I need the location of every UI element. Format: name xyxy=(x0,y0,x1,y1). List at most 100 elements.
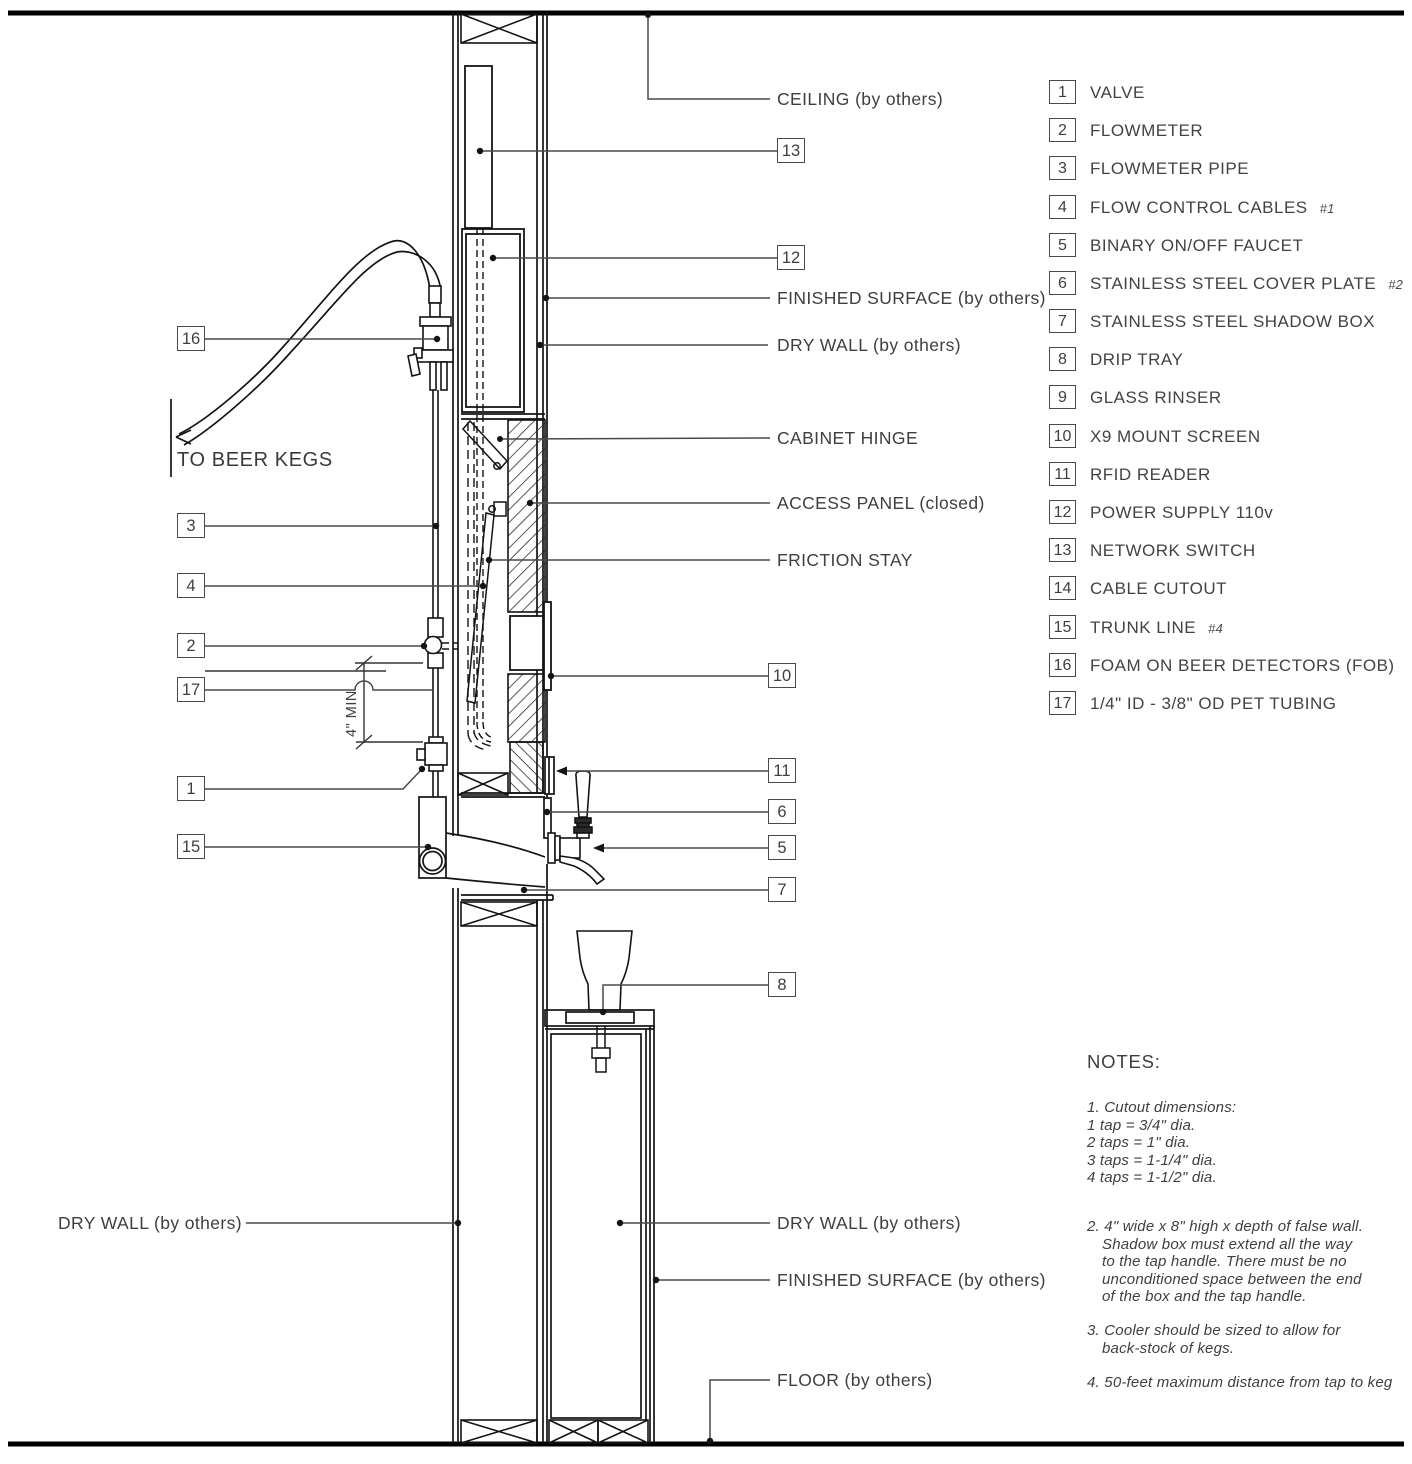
fob-device xyxy=(407,285,454,391)
label-floor: FLOOR (by others) xyxy=(777,1370,933,1390)
dimension-4in-min xyxy=(205,655,423,750)
legend-label-7: STAINLESS STEEL SHADOW BOX xyxy=(1090,312,1376,331)
glass-rinser-glass xyxy=(576,930,633,1011)
legend-num-2: 2 xyxy=(1049,118,1076,142)
callout-3: 3 xyxy=(177,513,205,538)
legend-num-9: 9 xyxy=(1049,385,1076,409)
callout-5: 5 xyxy=(768,835,796,860)
legend-label-6: STAINLESS STEEL COVER PLATE xyxy=(1090,274,1377,293)
cabinet-hinge-hardware xyxy=(461,419,509,517)
friction-stay-arm xyxy=(466,512,495,704)
note-1-line-4: 3 taps = 1-1/4" dia. xyxy=(1087,1152,1217,1169)
cover-plate xyxy=(543,797,552,839)
valve xyxy=(416,736,448,772)
note-1-line-5: 4 taps = 1-1/2" dia. xyxy=(1087,1169,1217,1186)
legend-num-16: 16 xyxy=(1049,653,1076,677)
label-ceiling: CEILING (by others) xyxy=(777,89,944,109)
leader-dots xyxy=(418,12,714,1445)
legend-label-8: DRIP TRAY xyxy=(1090,350,1184,369)
note-2-line-2: Shadow box must extend all the way xyxy=(1102,1236,1353,1253)
tap-handle xyxy=(573,770,593,839)
legend-num-3: 3 xyxy=(1049,156,1076,180)
legend-num-13: 13 xyxy=(1049,538,1076,562)
callout-2: 2 xyxy=(177,633,205,658)
leader-lines xyxy=(205,14,777,1441)
note-2-line-4: unconditioned space between the end xyxy=(1102,1271,1362,1288)
note-1-line-3: 2 taps = 1" dia. xyxy=(1087,1134,1191,1151)
legend-num-15: 15 xyxy=(1049,615,1076,639)
dimension-label: 4" MIN. xyxy=(344,686,360,737)
callout-15: 15 xyxy=(177,834,205,859)
legend-label-15: TRUNK LINE xyxy=(1090,618,1197,637)
notes-heading: NOTES: xyxy=(1087,1051,1161,1072)
trunk-line xyxy=(418,796,546,888)
note-1-line-2: 1 tap = 3/4" dia. xyxy=(1087,1117,1196,1134)
label-dry-wall-left: DRY WALL (by others) xyxy=(58,1213,243,1233)
fire-blocks xyxy=(457,13,649,1444)
label-dry-wall-upper: DRY WALL (by others) xyxy=(777,335,962,355)
legend-label-11: RFID READER xyxy=(1090,465,1211,484)
lower-cabinet xyxy=(550,1026,655,1443)
wall-studs xyxy=(452,13,554,1443)
flowmeter-pipe xyxy=(432,390,439,797)
label-access-panel: ACCESS PANEL (closed) xyxy=(777,493,985,513)
legend-ref-6: #2 xyxy=(1388,277,1404,292)
flowmeter xyxy=(423,617,444,669)
legend-label-9: GLASS RINSER xyxy=(1090,388,1222,407)
note-2-line-5: of the box and the tap handle. xyxy=(1102,1288,1307,1305)
note-1-line-1: 1. Cutout dimensions: xyxy=(1087,1099,1237,1116)
faucet xyxy=(547,832,606,886)
legend-label-1: VALVE xyxy=(1090,83,1145,102)
legend-label-12: POWER SUPPLY 110v xyxy=(1090,503,1274,522)
rfid-reader xyxy=(544,756,555,795)
legend-label-16: FOAM ON BEER DETECTORS (FOB) xyxy=(1090,656,1395,675)
label-cabinet-hinge: CABINET HINGE xyxy=(777,428,919,448)
legend-label-3: FLOWMETER PIPE xyxy=(1090,159,1250,178)
legend-label-14: CABLE CUTOUT xyxy=(1090,579,1227,598)
callout-1: 1 xyxy=(177,776,205,801)
legend-num-10: 10 xyxy=(1049,424,1076,448)
legend-label-5: BINARY ON/OFF FAUCET xyxy=(1090,236,1304,255)
power-supply-box xyxy=(461,228,525,413)
callout-11: 11 xyxy=(768,758,796,783)
legend-num-11: 11 xyxy=(1049,462,1076,486)
network-switch-box xyxy=(464,65,493,229)
note-3-line-1: 3. Cooler should be sized to allow for xyxy=(1087,1322,1341,1339)
legend-label-4: FLOW CONTROL CABLES xyxy=(1090,198,1308,217)
access-door-dashed xyxy=(467,422,492,751)
drip-tray xyxy=(544,1009,655,1030)
legend-label-10: X9 MOUNT SCREEN xyxy=(1090,427,1261,446)
legend-num-14: 14 xyxy=(1049,576,1076,600)
label-dry-wall-lower: DRY WALL (by others) xyxy=(777,1213,962,1233)
x9-screen xyxy=(509,601,552,691)
callout-7: 7 xyxy=(768,877,796,902)
note-2-line-3: to the tap handle. There must be no xyxy=(1102,1253,1347,1270)
label-finished-surface-lower: FINISHED SURFACE (by others) xyxy=(777,1270,1046,1290)
legend-label-17: 1/4" ID - 3/8" OD PET TUBING xyxy=(1090,694,1337,713)
legend-num-8: 8 xyxy=(1049,347,1076,371)
note-2-line-1: 2. 4" wide x 8" high x depth of false wa… xyxy=(1087,1218,1364,1235)
callout-16: 16 xyxy=(177,326,205,351)
label-friction-stay: FRICTION STAY xyxy=(777,550,913,570)
legend-ref-4: #1 xyxy=(1319,201,1335,216)
callout-6: 6 xyxy=(768,799,796,824)
access-panel-hatch xyxy=(507,419,546,794)
legend-num-7: 7 xyxy=(1049,309,1076,333)
legend-num-17: 17 xyxy=(1049,691,1076,715)
callout-4: 4 xyxy=(177,573,205,598)
legend-ref-15: #4 xyxy=(1208,621,1223,636)
callout-10: 10 xyxy=(768,663,796,688)
legend-label-2: FLOWMETER xyxy=(1090,121,1204,140)
legend-num-5: 5 xyxy=(1049,233,1076,257)
to-beer-kegs-label: TO BEER KEGS xyxy=(177,449,333,471)
legend-label-13: NETWORK SWITCH xyxy=(1090,541,1256,560)
callout-8: 8 xyxy=(768,972,796,997)
label-finished-surface-upper: FINISHED SURFACE (by others) xyxy=(777,288,1046,308)
callout-17: 17 xyxy=(177,677,205,702)
legend-num-1: 1 xyxy=(1049,80,1076,104)
legend-num-12: 12 xyxy=(1049,500,1076,524)
legend-num-4: 4 xyxy=(1049,195,1076,219)
flow-control-cables-dashed xyxy=(442,228,495,743)
